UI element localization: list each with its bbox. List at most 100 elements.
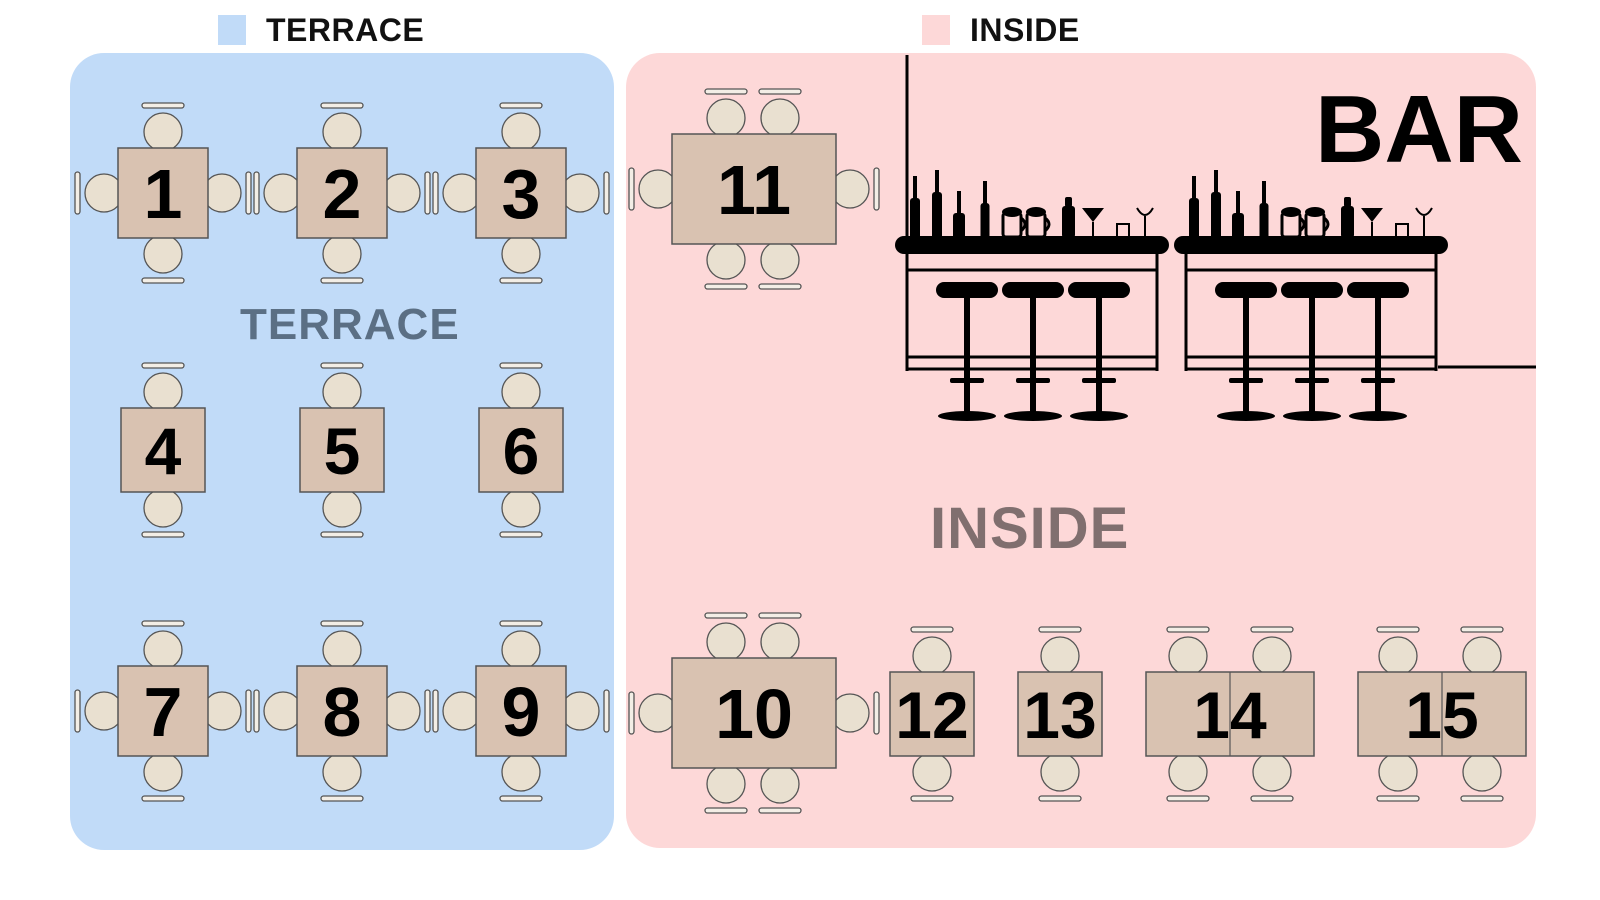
chair-icon	[704, 612, 748, 662]
chair-icon	[202, 171, 252, 215]
legend-terrace-label: TERRACE	[266, 11, 425, 48]
legend-inside-swatch	[922, 15, 950, 45]
chair-icon	[758, 88, 802, 138]
chair-icon	[253, 689, 303, 733]
chair-icon	[1166, 752, 1210, 802]
chair-icon	[910, 626, 954, 676]
table-number: 2	[323, 155, 362, 233]
chair-icon	[704, 240, 748, 290]
table-number: 13	[1023, 678, 1096, 752]
chair-icon	[499, 752, 543, 802]
chair-icon	[74, 171, 124, 215]
chair-icon	[499, 488, 543, 538]
table-11[interactable]: 11	[628, 88, 880, 290]
table-number: 12	[895, 678, 968, 752]
chair-icon	[1460, 626, 1504, 676]
chair-icon	[1460, 752, 1504, 802]
chair-icon	[1250, 626, 1294, 676]
chair-icon	[499, 102, 543, 152]
table-number: 6	[503, 414, 540, 488]
table-number: 11	[717, 151, 791, 229]
chair-icon	[758, 612, 802, 662]
chair-icon	[141, 234, 185, 284]
inside-zone-label: INSIDE	[930, 496, 1130, 561]
table-3[interactable]: 3	[432, 102, 610, 284]
chair-icon	[381, 689, 431, 733]
chair-icon	[830, 691, 880, 735]
chair-icon	[1376, 626, 1420, 676]
chair-icon	[432, 689, 482, 733]
legend-inside-label: INSIDE	[970, 11, 1080, 48]
table-top	[1017, 671, 1103, 757]
table-top	[889, 671, 975, 757]
table-top	[671, 133, 837, 245]
table-number: 15	[1405, 678, 1478, 752]
table-top	[117, 147, 209, 239]
chair-icon	[1038, 626, 1082, 676]
table-14[interactable]: 14	[1145, 626, 1315, 802]
chair-icon	[758, 764, 802, 814]
table-7[interactable]: 7	[74, 620, 252, 802]
table-number: 4	[145, 414, 182, 488]
chair-icon	[910, 752, 954, 802]
table-13[interactable]: 13	[1017, 626, 1103, 802]
chair-icon	[628, 167, 678, 211]
chair-icon	[253, 171, 303, 215]
chair-icon	[499, 234, 543, 284]
legend-terrace: TERRACE	[218, 12, 424, 48]
table-top	[671, 657, 837, 769]
chair-icon	[704, 764, 748, 814]
table-number: 1	[144, 155, 183, 233]
table-4[interactable]: 4	[120, 362, 206, 538]
bar-section	[895, 170, 1169, 421]
terrace-zone-label: TERRACE	[240, 300, 460, 349]
chair-icon	[141, 102, 185, 152]
chair-icon	[1038, 752, 1082, 802]
table-number: 5	[324, 414, 361, 488]
table-6[interactable]: 6	[478, 362, 564, 538]
chair-icon	[758, 240, 802, 290]
chair-icon	[320, 362, 364, 412]
chair-icon	[1250, 752, 1294, 802]
chair-icon	[704, 88, 748, 138]
table-5[interactable]: 5	[299, 362, 385, 538]
table-12[interactable]: 12	[889, 626, 975, 802]
table-top	[299, 407, 385, 493]
chair-icon	[141, 620, 185, 670]
chair-icon	[499, 620, 543, 670]
chair-icon	[1376, 752, 1420, 802]
chair-icon	[141, 362, 185, 412]
table-number: 8	[323, 673, 362, 751]
table-15[interactable]: 15	[1357, 626, 1527, 802]
table-10[interactable]: 10	[628, 612, 880, 814]
chair-icon	[830, 167, 880, 211]
chair-icon	[381, 171, 431, 215]
table-1[interactable]: 1	[74, 102, 252, 284]
chair-icon	[320, 752, 364, 802]
chair-icon	[202, 689, 252, 733]
table-9[interactable]: 9	[432, 620, 610, 802]
chair-icon	[560, 689, 610, 733]
legend-terrace-swatch	[218, 15, 246, 45]
table-top	[117, 665, 209, 757]
chair-icon	[560, 171, 610, 215]
table-top	[296, 147, 388, 239]
table-top	[475, 147, 567, 239]
chair-icon	[141, 752, 185, 802]
chair-icon	[499, 362, 543, 412]
table-top	[120, 407, 206, 493]
table-number: 7	[144, 673, 183, 751]
table-top	[478, 407, 564, 493]
table-number: 10	[715, 675, 793, 753]
table-8[interactable]: 8	[253, 620, 431, 802]
chair-icon	[1166, 626, 1210, 676]
chair-icon	[432, 171, 482, 215]
chair-icon	[320, 620, 364, 670]
table-number: 9	[502, 673, 541, 751]
table-top	[475, 665, 567, 757]
bar-section	[1174, 170, 1448, 421]
table-2[interactable]: 2	[253, 102, 431, 284]
legend-inside: INSIDE	[922, 12, 1080, 48]
table-number: 3	[502, 155, 541, 233]
